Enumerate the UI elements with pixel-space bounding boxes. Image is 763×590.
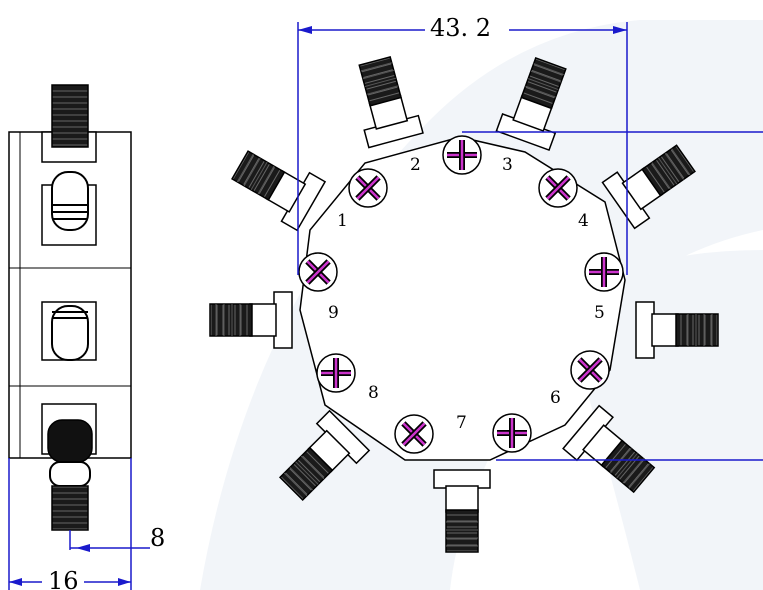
- side-width-label: 16: [48, 567, 79, 590]
- screw-icon: [348, 168, 388, 208]
- screw-icon: [298, 252, 338, 292]
- width-label: 43. 2: [430, 14, 491, 42]
- screw-icon: [570, 350, 610, 390]
- port-label-3: 3: [502, 155, 513, 175]
- screw-icon: [584, 252, 624, 292]
- side-dimensions: [8, 458, 150, 590]
- port-label-6: 6: [550, 388, 561, 408]
- port-label-8: 8: [368, 383, 379, 403]
- screw-icon: [538, 168, 578, 208]
- connector-port-9: [209, 291, 293, 349]
- side-view: [8, 84, 132, 531]
- port-labels: 1 2 3 4 5 6 7 8 9: [328, 155, 605, 433]
- side-top-connector: [51, 84, 89, 148]
- port-label-4: 4: [578, 211, 589, 231]
- side-connector-face-middle: [51, 305, 89, 361]
- screw-icon: [442, 135, 482, 175]
- port-label-2: 2: [410, 155, 421, 175]
- side-bottom-connector: [51, 485, 89, 531]
- screw-icon: [492, 413, 532, 453]
- screws: [298, 135, 624, 454]
- side-connector-face: [51, 171, 89, 231]
- connector-port-2: [346, 53, 424, 149]
- offset-label: 8: [150, 524, 165, 552]
- connector-port-1: [225, 140, 326, 231]
- port-label-9: 9: [328, 303, 339, 323]
- screw-icon: [316, 353, 356, 393]
- screw-icon: [394, 414, 434, 454]
- port-label-5: 5: [594, 303, 605, 323]
- divider-body: [299, 136, 626, 461]
- port-label-7: 7: [456, 413, 467, 433]
- port-label-1: 1: [337, 211, 348, 231]
- top-dimensions: [297, 14, 763, 461]
